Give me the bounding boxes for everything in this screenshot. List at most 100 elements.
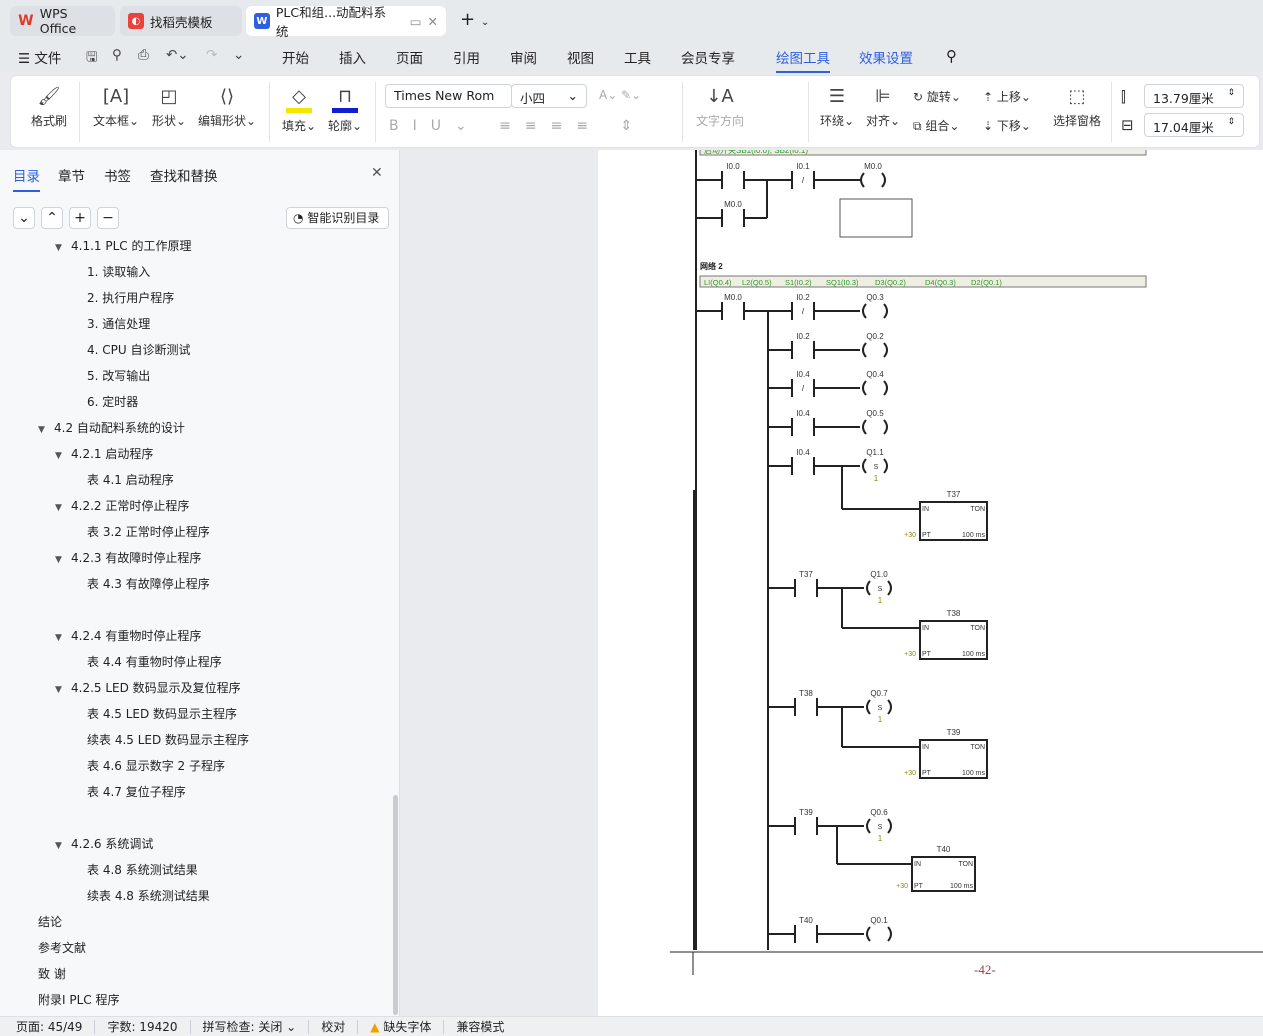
text-format-icons[interactable]: BIU⌄ ≡≡≡≡ ⇕ bbox=[389, 118, 647, 134]
toc-item[interactable]: 3. 通信处理 bbox=[87, 311, 150, 337]
toc-item[interactable]: 附录I PLC 程序 bbox=[38, 987, 119, 1013]
toc-item[interactable]: ▼4.2.4 有重物时停止程序 bbox=[55, 623, 201, 649]
toc-item[interactable]: 表 4.6 显示数字 2 子程序 bbox=[87, 753, 225, 779]
rotate-button[interactable]: ↻ 旋转⌄ bbox=[913, 90, 961, 104]
expand-triangle-icon[interactable]: ▼ bbox=[38, 425, 45, 435]
search-icon[interactable]: ⚲ bbox=[946, 47, 957, 65]
menu-drawing-tools[interactable]: 绘图工具 bbox=[776, 47, 830, 73]
shape-button[interactable]: ◰形状⌄ bbox=[149, 86, 189, 129]
height-input[interactable]: 13.79厘米⇕ bbox=[1144, 84, 1244, 108]
spinner-icon[interactable]: ⇕ bbox=[1227, 117, 1235, 127]
width-input[interactable]: 17.04厘米⇕ bbox=[1144, 113, 1244, 137]
missing-font[interactable]: ▲ 缺失字体 bbox=[358, 1019, 445, 1034]
textbox-button[interactable]: [A]文本框⌄ bbox=[92, 86, 140, 128]
nav-tab-find-replace[interactable]: 查找和替换 bbox=[150, 169, 218, 185]
toc-item[interactable]: ▼4.2.5 LED 数码显示及复位程序 bbox=[55, 675, 241, 701]
scrollbar-thumb[interactable] bbox=[393, 795, 398, 1015]
menu-start[interactable]: 开始 bbox=[282, 51, 309, 67]
outline-button[interactable]: ⊓轮廓⌄ bbox=[327, 86, 363, 133]
nav-tab-bookmarks[interactable]: 书签 bbox=[104, 169, 131, 185]
format-painter-button[interactable]: 🖌格式刷 bbox=[29, 86, 69, 129]
toc-item[interactable]: 表 4.5 LED 数码显示主程序 bbox=[87, 701, 237, 727]
ladder-label: 启动开关SB1(I0.0), SB2(I0.1) bbox=[704, 150, 808, 155]
smart-toc-button[interactable]: ◔ 智能识别目录 bbox=[286, 207, 389, 229]
font-family-select[interactable]: Times New Rom bbox=[385, 84, 512, 108]
group-button[interactable]: ⧉ 组合⌄ bbox=[913, 119, 960, 133]
toc-item[interactable]: 5. 改写输出 bbox=[87, 363, 150, 389]
new-tab-icon[interactable]: + ⌄ bbox=[460, 9, 490, 30]
selection-pane-button[interactable]: ⬚选择窗格 bbox=[1051, 86, 1103, 129]
toc-item[interactable]: 表 4.7 复位子程序 bbox=[87, 779, 186, 805]
undo-icon[interactable]: ↶⌄ bbox=[166, 47, 189, 63]
save-icon[interactable]: 🖫 bbox=[86, 49, 98, 65]
toc-item[interactable]: 续表 4.8 系统测试结果 bbox=[87, 883, 210, 909]
remove-heading-button[interactable]: − bbox=[97, 207, 119, 229]
expand-triangle-icon[interactable]: ▼ bbox=[55, 633, 62, 643]
expand-triangle-icon[interactable]: ▼ bbox=[55, 451, 62, 461]
toc-item[interactable]: 致 谢 bbox=[38, 961, 66, 987]
menu-view[interactable]: 视图 bbox=[567, 51, 594, 67]
send-backward-button[interactable]: ⇣ 下移⌄ bbox=[983, 119, 1031, 133]
toc-item[interactable]: ▼4.1.1 PLC 的工作原理 bbox=[55, 240, 191, 259]
more-chevron-icon[interactable]: ⌄ bbox=[233, 47, 245, 63]
redo-icon[interactable]: ↷ bbox=[206, 47, 218, 63]
toc-item[interactable]: ▼4.2.1 启动程序 bbox=[55, 441, 153, 467]
toc-item[interactable]: ▼4.2.3 有故障时停止程序 bbox=[55, 545, 201, 571]
expand-triangle-icon[interactable]: ▼ bbox=[55, 243, 62, 253]
spell-check[interactable]: 拼写检查: 关闭 ⌄ bbox=[191, 1019, 310, 1034]
toc-item[interactable]: 2. 执行用户程序 bbox=[87, 285, 174, 311]
toc-item[interactable]: 表 4.3 有故障停止程序 bbox=[87, 571, 210, 597]
word-count[interactable]: 字数: 19420 bbox=[95, 1019, 191, 1034]
toc-item[interactable]: 1. 读取输入 bbox=[87, 259, 150, 285]
toc-item[interactable]: 续表 4.5 LED 数码显示主程序 bbox=[87, 727, 249, 753]
expand-triangle-icon[interactable]: ▼ bbox=[55, 555, 62, 565]
toc-item[interactable]: 结论 bbox=[38, 909, 62, 935]
toc-item[interactable]: 表 4.8 系统测试结果 bbox=[87, 857, 198, 883]
font-size-select[interactable]: 小四⌄ bbox=[511, 84, 587, 108]
toc-item[interactable]: ▼4.2.2 正常时停止程序 bbox=[55, 493, 189, 519]
proofread[interactable]: 校对 bbox=[309, 1019, 359, 1034]
menu-effects[interactable]: 效果设置 bbox=[859, 51, 913, 67]
menu-page[interactable]: 页面 bbox=[396, 51, 423, 67]
toc-item[interactable]: 4. CPU 自诊断测试 bbox=[87, 337, 190, 363]
toc-item[interactable]: 6. 定时器 bbox=[87, 389, 138, 415]
menu-references[interactable]: 引用 bbox=[453, 51, 480, 67]
add-heading-button[interactable]: + bbox=[69, 207, 91, 229]
expand-triangle-icon[interactable]: ▼ bbox=[55, 503, 62, 513]
tab-docer[interactable]: ◐找稻壳模板 bbox=[120, 6, 242, 36]
toc-item[interactable]: ▼4.2.6 系统调试 bbox=[55, 831, 153, 857]
menu-review[interactable]: 审阅 bbox=[510, 51, 537, 67]
align-button[interactable]: ⊫对齐⌄ bbox=[863, 86, 903, 129]
menu-tools[interactable]: 工具 bbox=[624, 51, 651, 67]
close-tab-icon[interactable]: ✕ bbox=[427, 13, 438, 29]
fill-button[interactable]: ◇填充⌄ bbox=[281, 86, 317, 133]
bring-forward-button[interactable]: ⇡ 上移⌄ bbox=[983, 90, 1031, 104]
nav-tab-sections[interactable]: 章节 bbox=[58, 169, 85, 185]
toc-item[interactable]: ▼4.2 自动配料系统的设计 bbox=[38, 415, 185, 441]
page-count[interactable]: 页面: 45/49 bbox=[0, 1019, 96, 1034]
menu-insert[interactable]: 插入 bbox=[339, 51, 366, 67]
font-color-icon[interactable]: A⌄ ✎⌄ bbox=[599, 88, 642, 102]
toc-item[interactable]: 表 3.2 正常时停止程序 bbox=[87, 519, 210, 545]
monitor-icon[interactable]: ▭ bbox=[409, 13, 422, 29]
file-menu[interactable]: ☰ 文件 bbox=[18, 51, 62, 67]
close-pane-icon[interactable]: ✕ bbox=[371, 165, 383, 181]
menu-member[interactable]: 会员专享 bbox=[681, 51, 735, 67]
nav-tab-toc[interactable]: 目录 bbox=[13, 165, 40, 192]
spinner-icon[interactable]: ⇕ bbox=[1227, 88, 1235, 98]
toc-item[interactable]: 表 4.1 启动程序 bbox=[87, 467, 174, 493]
toc-item[interactable]: 参考文献 bbox=[38, 935, 86, 961]
expand-down-button[interactable]: ⌄ bbox=[13, 207, 35, 229]
expand-triangle-icon[interactable]: ▼ bbox=[55, 685, 62, 695]
collapse-up-button[interactable]: ⌃ bbox=[41, 207, 63, 229]
toc-item[interactable]: 表 4.4 有重物时停止程序 bbox=[87, 649, 222, 675]
wrap-button[interactable]: ☰环绕⌄ bbox=[817, 86, 857, 129]
expand-triangle-icon[interactable]: ▼ bbox=[55, 841, 62, 851]
share-icon[interactable]: ⚲ bbox=[112, 47, 122, 63]
edit-shape-button[interactable]: ⟨⟩编辑形状⌄ bbox=[197, 86, 257, 128]
print-preview-icon[interactable]: ⎙ bbox=[138, 47, 149, 63]
